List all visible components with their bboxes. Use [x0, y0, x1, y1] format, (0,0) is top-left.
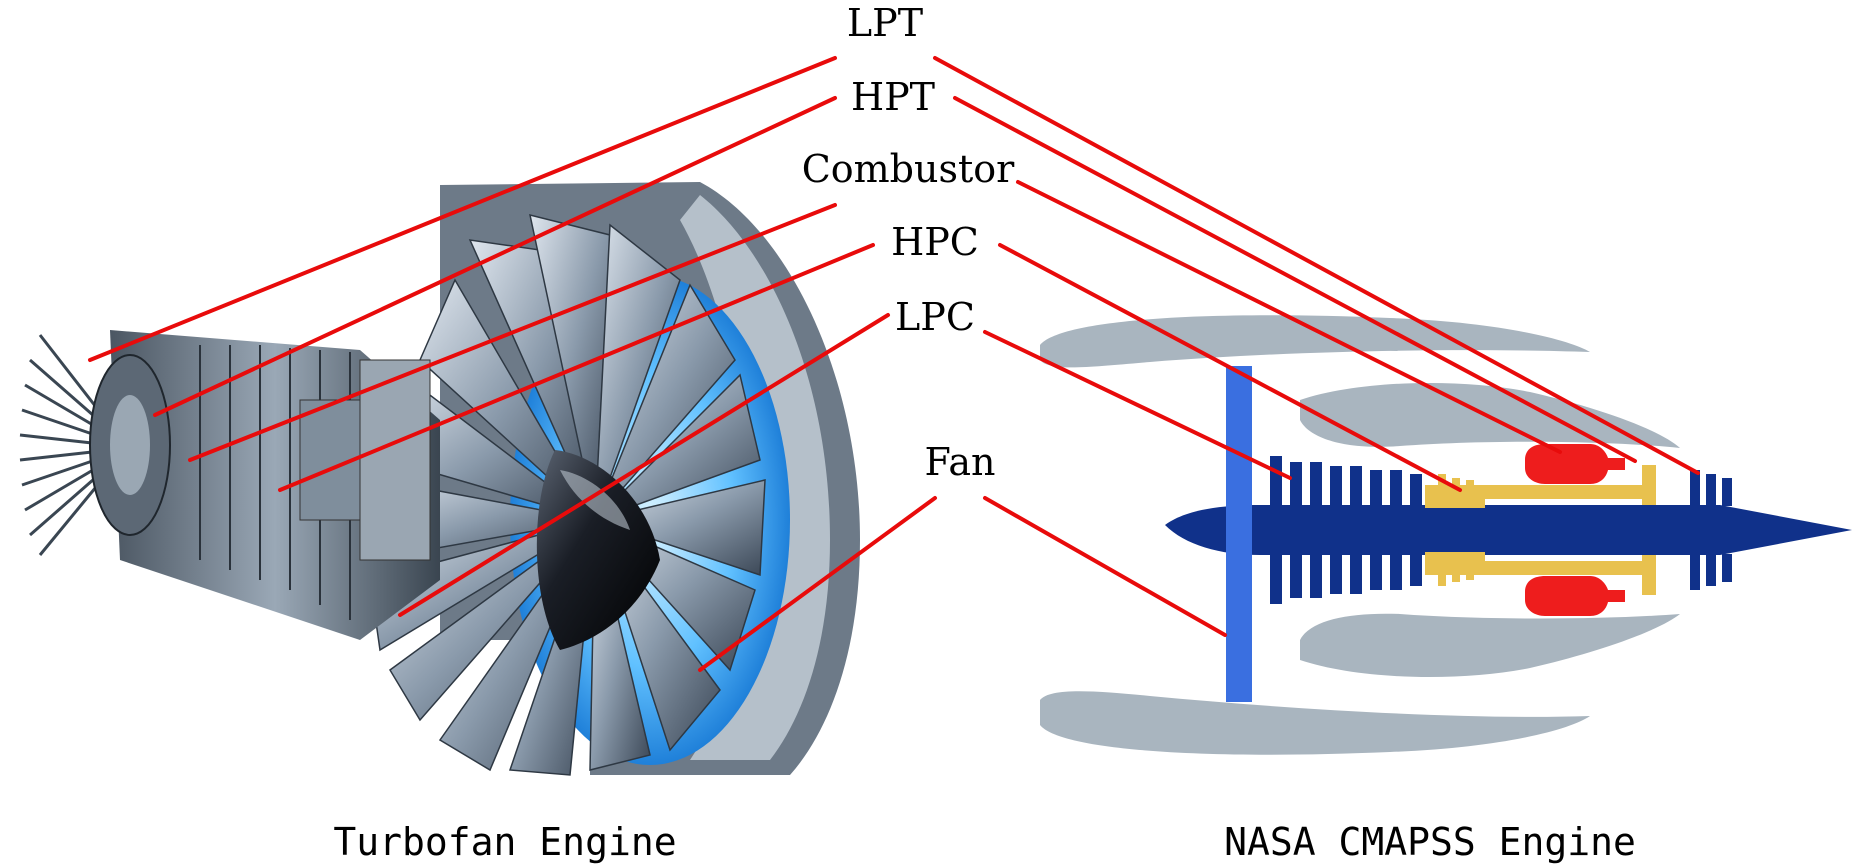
label-hpt: HPT — [851, 75, 935, 119]
leader-lpc-right — [983, 330, 1292, 480]
leader-combustor-left — [188, 203, 837, 462]
inner-casing-bottom — [1300, 613, 1680, 678]
outer-casing-top — [1040, 315, 1590, 368]
caption-nasa-cmapss-engine: NASA CMAPSS Engine — [1224, 820, 1636, 864]
lpt-blades — [1690, 470, 1732, 590]
caption-turbofan-engine: Turbofan Engine — [333, 820, 676, 864]
outer-casing-bottom — [1040, 691, 1590, 755]
exhaust-hub-inner — [110, 395, 150, 495]
leader-hpt-right — [953, 96, 1637, 463]
cmapss-engine-schematic — [1040, 315, 1852, 755]
leader-lpt-left — [88, 56, 837, 362]
core-body — [1165, 505, 1852, 555]
leader-fan-right — [983, 496, 1227, 637]
leader-lpt-right — [933, 56, 1700, 475]
label-lpc: LPC — [895, 295, 975, 339]
label-combustor: Combustor — [802, 147, 1015, 191]
fan-blade — [1226, 366, 1252, 702]
turbofan-engine-image — [19, 182, 860, 776]
spinner-highlight — [560, 470, 630, 530]
leader-lines — [88, 56, 1700, 672]
leader-hpc-left — [278, 243, 875, 492]
label-fan: Fan — [925, 440, 996, 484]
leader-combustor-right — [1016, 180, 1562, 454]
label-lpt: LPT — [847, 1, 923, 45]
leader-lpc-left — [398, 313, 890, 617]
combustor-chambers — [1525, 444, 1625, 616]
component-labels: LPT HPT Combustor HPC LPC Fan — [802, 1, 1015, 484]
leader-hpc-right — [998, 243, 1462, 492]
lpc-blades — [1270, 456, 1422, 604]
leader-hpt-left — [153, 96, 837, 417]
hp-spool — [1425, 465, 1656, 595]
leader-fan-left — [698, 496, 937, 672]
label-hpc: HPC — [891, 220, 979, 264]
spinner-cone — [536, 450, 660, 650]
